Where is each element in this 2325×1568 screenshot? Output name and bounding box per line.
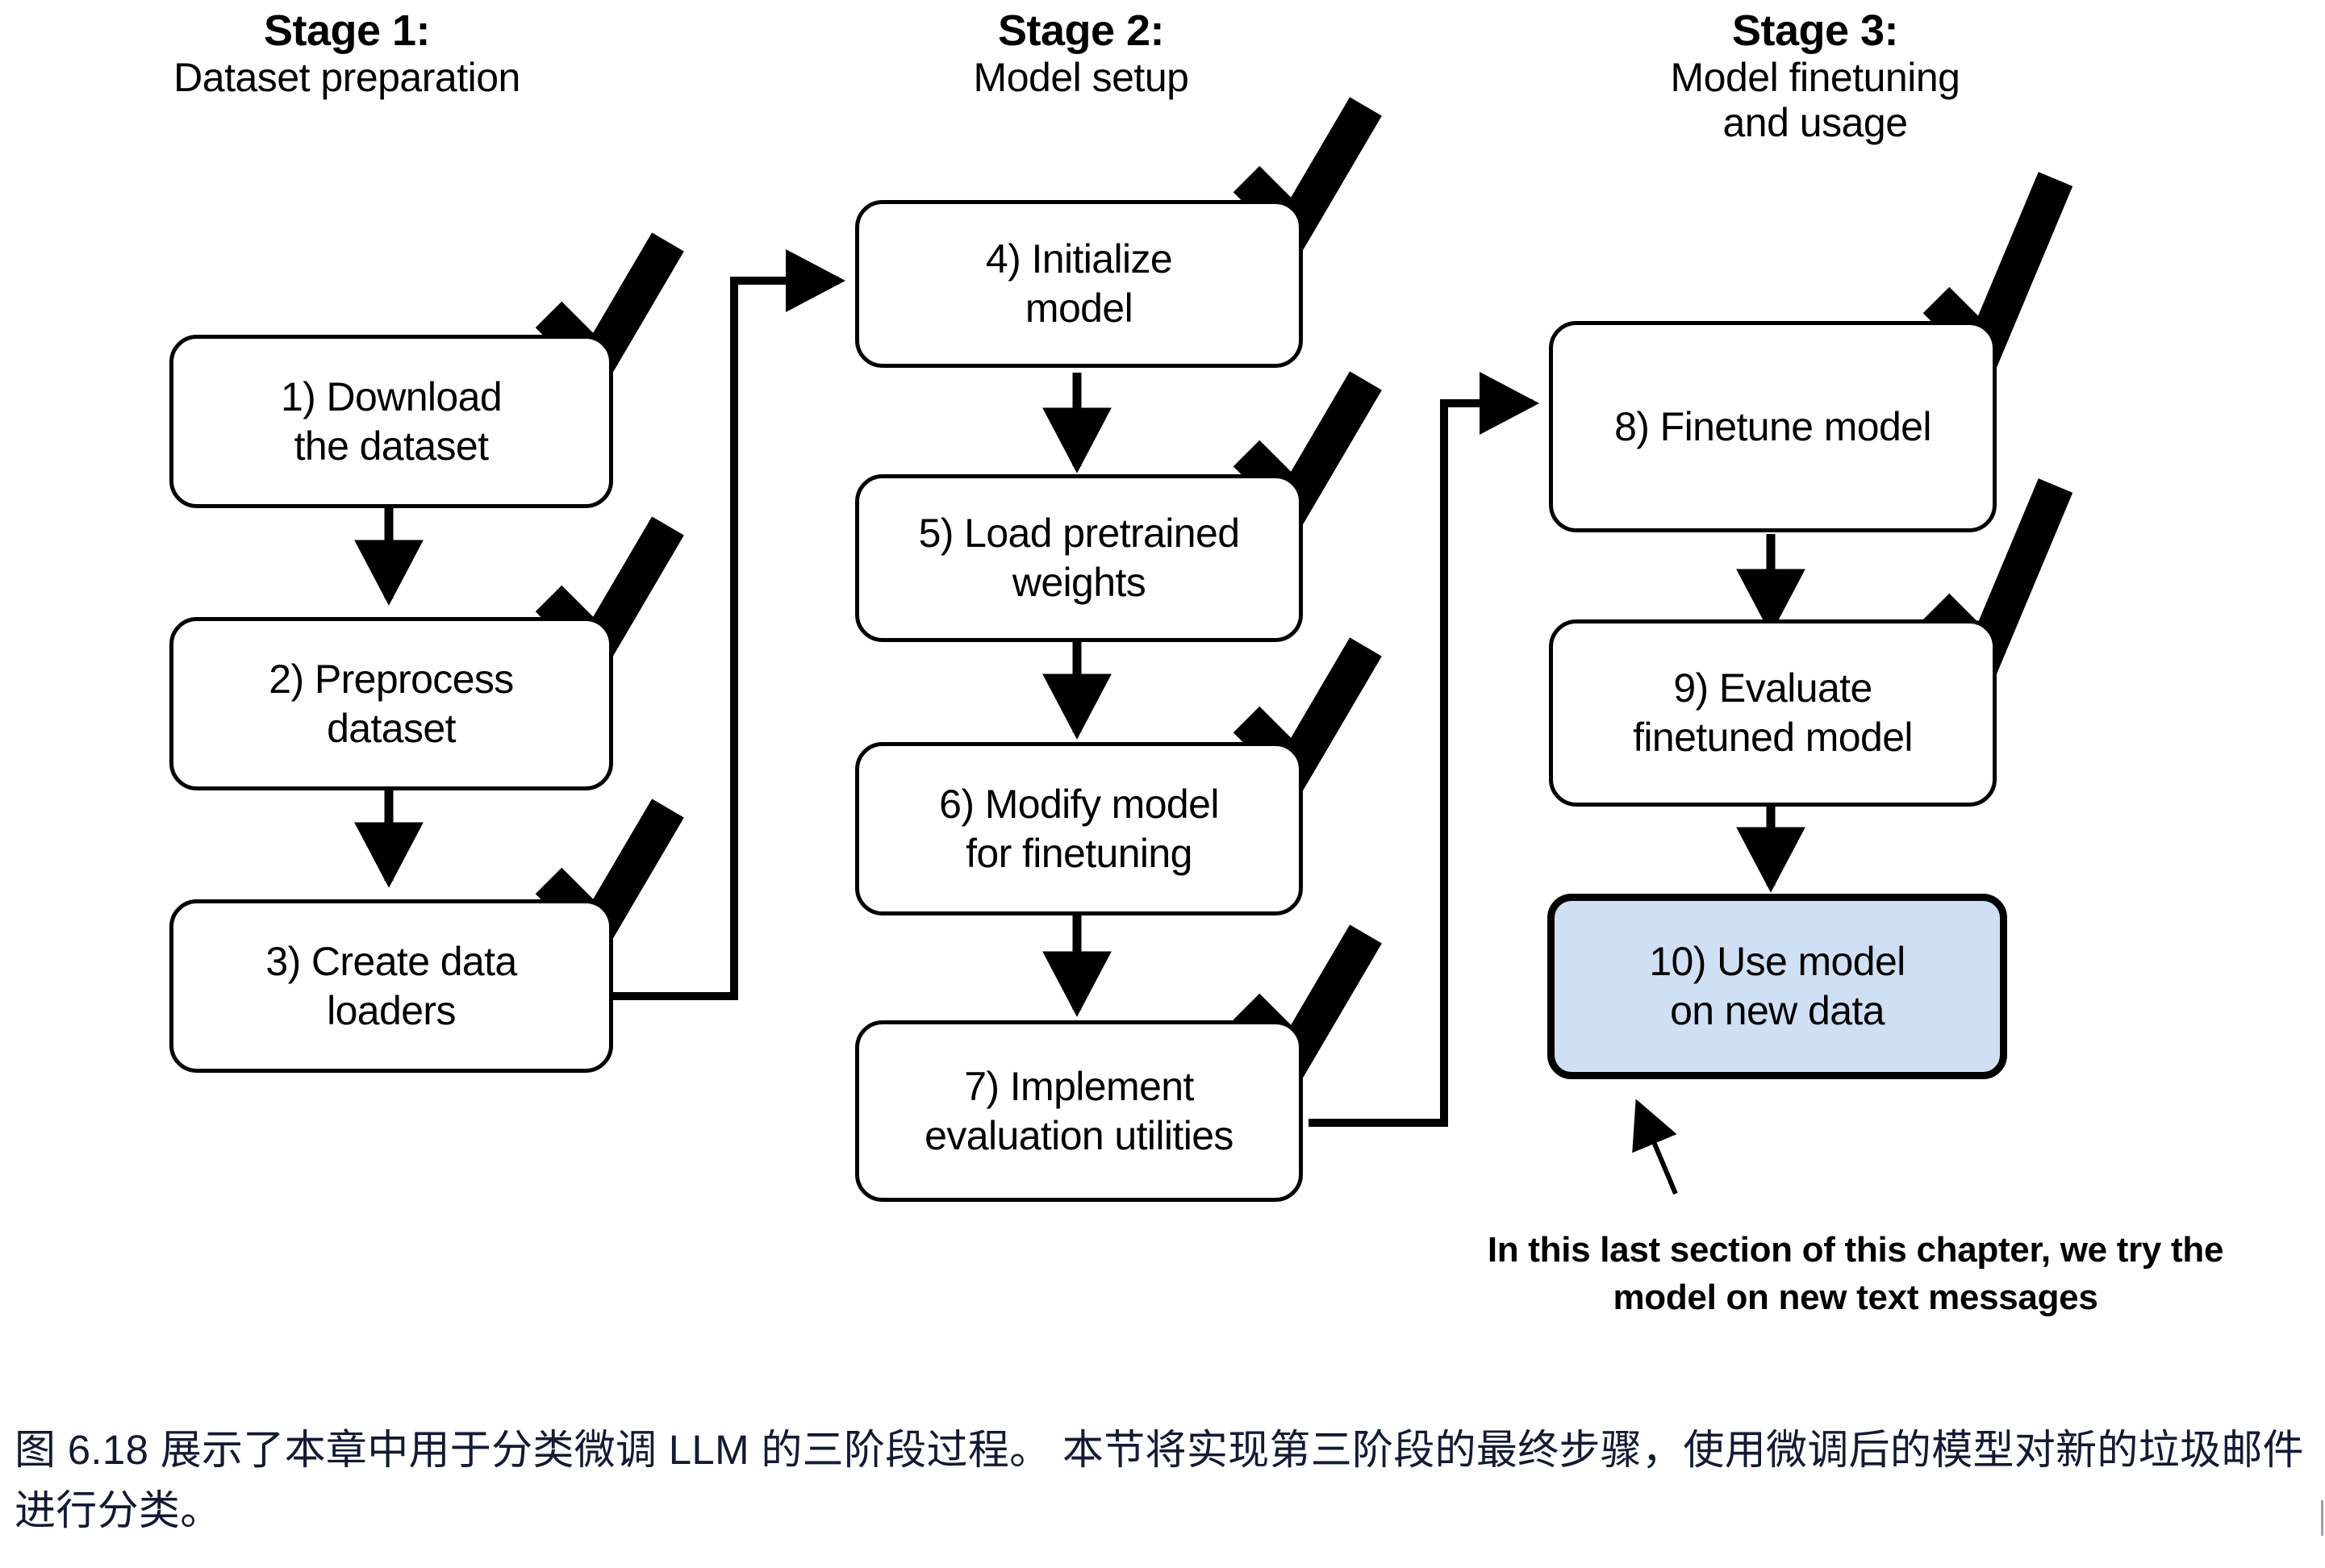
- flow-node-1-line2: the dataset: [294, 423, 489, 469]
- flow-node-7[interactable]: 7) Implement evaluation utilities: [855, 1020, 1303, 1202]
- flow-node-3[interactable]: 3) Create data loaders: [169, 899, 613, 1073]
- flow-node-1[interactable]: 1) Download the dataset: [169, 335, 613, 508]
- stage-1-heading: Stage 1: Dataset preparation: [48, 6, 645, 100]
- flow-node-8-label: 8) Finetune model: [1614, 402, 1931, 452]
- flow-node-7-line1: 7) Implement: [964, 1063, 1194, 1109]
- flow-node-10[interactable]: 10) Use model on new data: [1547, 894, 2007, 1079]
- flow-node-7-line2: evaluation utilities: [925, 1112, 1233, 1158]
- flow-node-9-line1: 9) Evaluate: [1673, 665, 1872, 711]
- stage-3-title: Stage 3:: [1731, 6, 1899, 55]
- flow-node-6-line1: 6) Modify model: [939, 781, 1219, 827]
- flow-node-2[interactable]: 2) Preprocess dataset: [169, 617, 613, 790]
- annotation-note: In this last section of this chapter, we…: [1444, 1226, 2267, 1322]
- flow-node-7-label: 7) Implement evaluation utilities: [925, 1062, 1233, 1161]
- flow-node-4-label: 4) Initialize model: [985, 235, 1173, 333]
- page-edge-mark: [2321, 1500, 2323, 1536]
- flow-node-10-line1: 10) Use model: [1649, 939, 1905, 984]
- annotation-line-1: In this last section of this chapter, we…: [1487, 1230, 2224, 1270]
- stage-1-subtitle: Dataset preparation: [173, 55, 520, 101]
- flow-node-4-line1: 4) Initialize: [985, 236, 1173, 281]
- flow-node-6-label: 6) Modify model for finetuning: [939, 780, 1219, 878]
- stage-2-heading: Stage 2: Model setup: [807, 6, 1355, 100]
- flow-node-1-label: 1) Download the dataset: [280, 373, 503, 471]
- flow-node-9-label: 9) Evaluate finetuned model: [1633, 664, 1913, 762]
- connector-stage1-to-stage2: [613, 249, 846, 1000]
- flow-node-3-label: 3) Create data loaders: [265, 937, 517, 1036]
- flow-node-2-line1: 2) Preprocess: [269, 656, 514, 702]
- flow-node-9[interactable]: 9) Evaluate finetuned model: [1549, 619, 1997, 807]
- flow-node-3-line2: loaders: [327, 987, 456, 1033]
- flow-node-10-line2: on new data: [1670, 988, 1885, 1033]
- flow-node-8[interactable]: 8) Finetune model: [1549, 321, 1997, 532]
- flow-node-8-line1: 8) Finetune model: [1614, 403, 1931, 449]
- flow-node-5-line2: weights: [1012, 560, 1146, 605]
- flow-node-6-line2: for finetuning: [966, 830, 1192, 876]
- flow-node-2-line2: dataset: [327, 705, 456, 751]
- flow-node-6[interactable]: 6) Modify model for finetuning: [855, 742, 1303, 915]
- annotation-line-2: model on new text messages: [1613, 1278, 2098, 1318]
- annotation-pointer-arrow: [1632, 1099, 1678, 1195]
- stage-2-subtitle: Model setup: [973, 55, 1189, 101]
- flow-node-4-line2: model: [1025, 286, 1133, 331]
- stage-2-title: Stage 2:: [997, 6, 1165, 55]
- flow-node-10-label: 10) Use model on new data: [1649, 937, 1905, 1036]
- flow-node-1-line1: 1) Download: [280, 373, 503, 419]
- flow-node-5-label: 5) Load pretrained weights: [919, 509, 1240, 607]
- flow-node-5[interactable]: 5) Load pretrained weights: [855, 474, 1303, 642]
- stage-1-title: Stage 1:: [263, 6, 431, 55]
- figure-caption: 图 6.18 展示了本章中用于分类微调 LLM 的三阶段过程。 本节将实现第三阶…: [15, 1427, 2304, 1534]
- flow-node-4[interactable]: 4) Initialize model: [855, 200, 1303, 368]
- flow-node-5-line1: 5) Load pretrained: [918, 511, 1240, 556]
- figure-container: Stage 1: Dataset preparation Stage 2: Mo…: [48, 6, 2267, 1322]
- flow-node-2-label: 2) Preprocess dataset: [269, 655, 514, 753]
- connector-stage2-to-stage3: [1309, 372, 1540, 1127]
- flow-node-3-line1: 3) Create data: [265, 938, 517, 984]
- flow-node-9-line2: finetuned model: [1633, 715, 1913, 760]
